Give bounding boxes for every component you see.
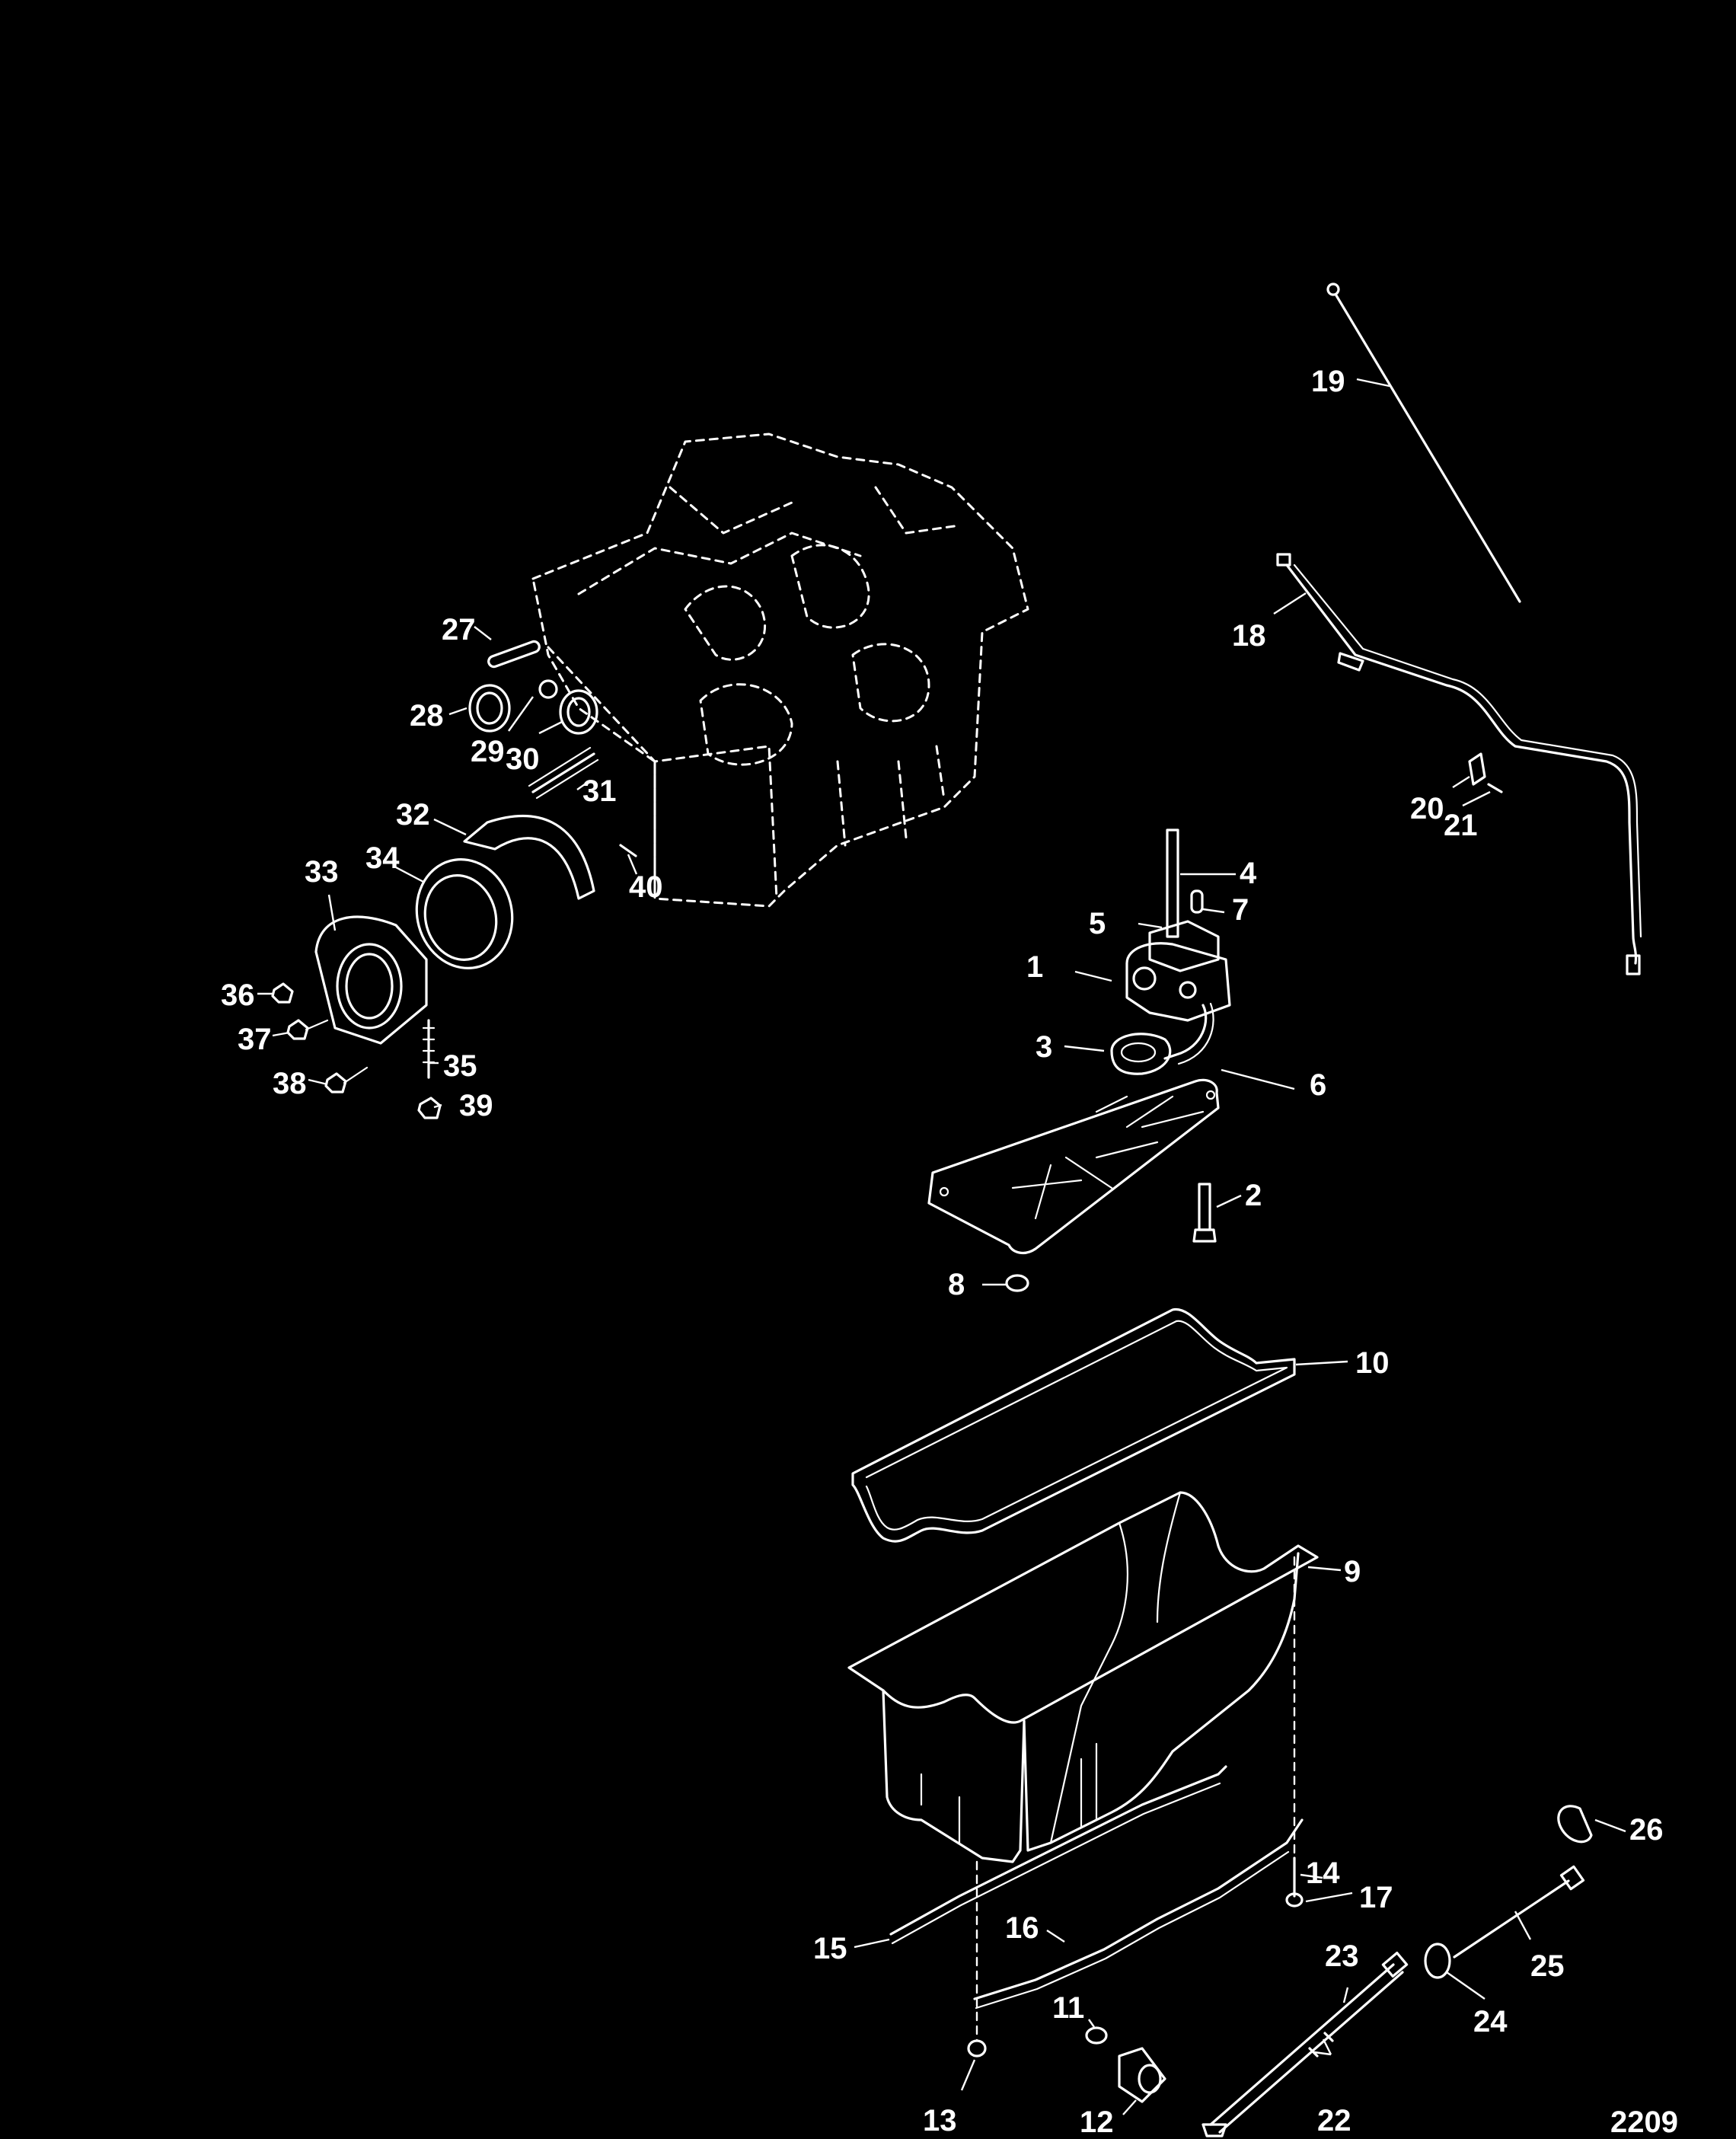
callout-35: 35 (443, 1049, 477, 1083)
part-36-bolt (271, 982, 294, 1004)
part-8-plug (1005, 1274, 1029, 1292)
part-27-dowel-pin (487, 640, 541, 669)
part-17-nut (1285, 1892, 1304, 1908)
part-23-drain-tube (1209, 1952, 1409, 2134)
part-35-stud (422, 1019, 436, 1079)
callout-20: 20 (1410, 792, 1444, 825)
part-20-clip (1468, 752, 1486, 786)
callout-26: 26 (1629, 1813, 1664, 1847)
callout-17: 17 (1359, 1881, 1393, 1914)
callout-6: 6 (1310, 1068, 1326, 1102)
part-9-oil-pan (847, 1491, 1319, 1863)
callout-16: 16 (1005, 1911, 1039, 1945)
callout-10: 10 (1355, 1346, 1390, 1380)
part-1-oil-pump (1125, 942, 1231, 1065)
callout-14: 14 (1306, 1856, 1340, 1890)
part-21-screw (1487, 783, 1503, 793)
callout-1: 1 (1026, 950, 1043, 984)
part-7-pin (1190, 889, 1204, 914)
part-38-bolt (324, 1066, 369, 1093)
callout-34: 34 (365, 841, 400, 875)
callout-38: 38 (273, 1067, 307, 1100)
callout-25: 25 (1530, 1949, 1565, 1983)
callout-21: 21 (1444, 809, 1478, 842)
callout-28: 28 (410, 699, 444, 733)
callout-40: 40 (629, 870, 663, 904)
callout-39: 39 (459, 1089, 493, 1122)
callout-36: 36 (221, 979, 255, 1012)
part-26-tag (1557, 1805, 1593, 1844)
part-19-dipstick (1326, 283, 1521, 603)
part-29-sleeve (538, 679, 558, 699)
callout-11: 11 (1052, 1991, 1084, 2025)
callout-7: 7 (1232, 893, 1249, 927)
part-4-pump-shaft (1166, 828, 1179, 938)
part-40-pin (619, 844, 637, 857)
callout-3: 3 (1036, 1030, 1052, 1064)
callout-labels: 1 2 3 4 5 6 7 8 9 10 11 12 13 14 15 16 1… (221, 365, 1664, 2139)
part-32-seal-retainer (463, 814, 595, 900)
engine-block-outline (531, 433, 1029, 908)
callout-13: 13 (923, 2104, 957, 2137)
part-28-bushing (468, 684, 511, 733)
callout-29: 29 (471, 735, 505, 768)
part-15-side-gasket (889, 1765, 1227, 1945)
callout-2: 2 (1245, 1179, 1262, 1212)
callout-8: 8 (948, 1268, 965, 1301)
part-37-bolt (286, 1019, 329, 1040)
callout-15: 15 (813, 1932, 847, 1965)
figure-number: 2209 (1610, 2105, 1678, 2139)
part-22-hose-clamps (1201, 2032, 1334, 2137)
part-31-stud (528, 746, 599, 800)
callout-32: 32 (396, 798, 430, 832)
leader-lines (257, 378, 1626, 2115)
callout-22: 22 (1317, 2104, 1351, 2137)
callout-12: 12 (1080, 2105, 1114, 2139)
part-30-bushing (559, 689, 598, 735)
part-10-oil-pan-gasket (851, 1307, 1296, 1543)
part-12-fitting (1118, 2047, 1166, 2103)
part-11-washer (1085, 2026, 1108, 2045)
alignment-lines (975, 1556, 1296, 2042)
callout-18: 18 (1232, 619, 1266, 653)
callout-33: 33 (305, 855, 339, 889)
part-39-nut (417, 1097, 442, 1119)
part-25-cable (1453, 1865, 1585, 1959)
part-5-pump-cover (1148, 920, 1220, 972)
callout-5: 5 (1089, 907, 1106, 940)
callout-27: 27 (442, 613, 476, 646)
callout-31: 31 (582, 774, 617, 808)
callout-19: 19 (1311, 365, 1345, 398)
part-33-seal-housing (314, 915, 428, 1045)
part-34-rear-main-seal (415, 858, 514, 969)
part-2-bolt (1192, 1183, 1217, 1243)
callout-37: 37 (238, 1023, 272, 1056)
callout-24: 24 (1473, 2005, 1508, 2038)
part-6-windage-tray (927, 1078, 1220, 1255)
callout-9: 9 (1344, 1555, 1361, 1588)
callout-30: 30 (506, 742, 540, 776)
part-18-dipstick-tube (1276, 553, 1642, 975)
part-16-side-gasket (973, 1818, 1304, 2010)
callout-23: 23 (1325, 1939, 1359, 1973)
callout-4: 4 (1240, 857, 1257, 890)
part-24-plug (1424, 1943, 1451, 1979)
part-13-drain-plug (967, 2039, 987, 2058)
part-3-pickup-screen (1110, 1033, 1172, 1075)
